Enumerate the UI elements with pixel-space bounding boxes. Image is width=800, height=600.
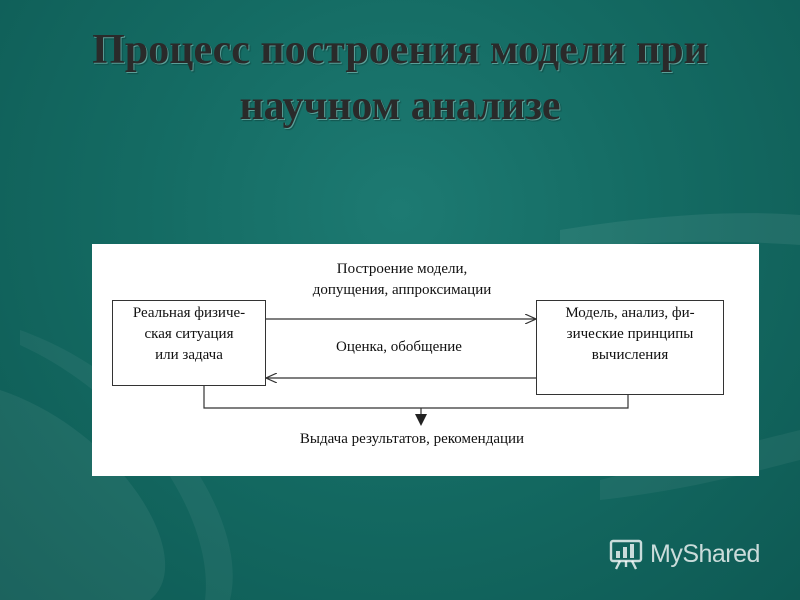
box-model-analysis-line-3: вычисления — [591, 347, 669, 363]
box-model-analysis: Модель, анализ, фи- зические принципы вы… — [536, 300, 724, 395]
label-model-building-line-1: Построение модели, — [336, 261, 468, 277]
output-arrowhead — [415, 414, 427, 426]
box-physical-situation: Реальная физиче- ская ситуация или задач… — [112, 300, 266, 386]
label-output: Выдача результатов, рекомендации — [299, 431, 525, 447]
box-model-analysis-line-1: Модель, анализ, фи- — [565, 305, 695, 321]
label-evaluation: Оценка, обобщение — [336, 339, 462, 355]
title-line-1: Процесс построения модели при — [92, 27, 708, 73]
label-model-building-line-2: допущения, аппроксимации — [312, 282, 492, 298]
output-connector — [203, 386, 629, 409]
watermark: MyShared — [608, 536, 760, 572]
watermark-text: MyShared — [650, 539, 760, 568]
box-physical-situation-line-1: Реальная физиче- — [132, 305, 246, 321]
diagram-panel: Построение модели, допущения, аппроксима… — [92, 244, 759, 476]
box-physical-situation-line-2: ская ситуация — [144, 326, 234, 342]
label-model-building: Построение модели, допущения, аппроксима… — [282, 259, 522, 301]
diagram-arrows — [203, 244, 629, 426]
box-physical-situation-line-3: или задача — [155, 347, 223, 363]
title-line-2: научном анализе — [239, 83, 561, 129]
box-model-analysis-line-2: зические принципы — [566, 326, 694, 342]
presentation-icon — [609, 539, 643, 570]
slide-title: Процесс построения модели при научном ан… — [0, 22, 800, 134]
